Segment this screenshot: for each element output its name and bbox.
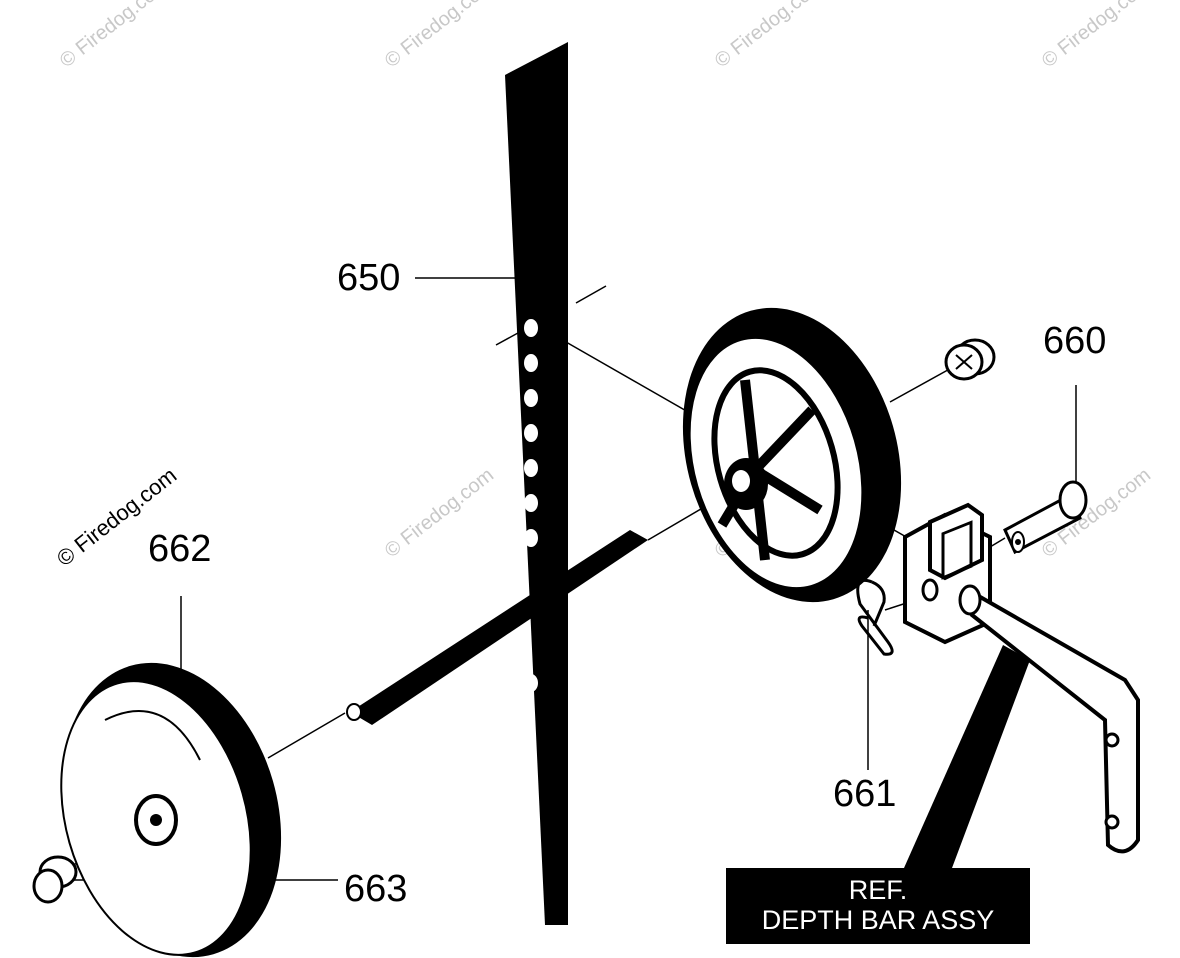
reference-label: REF. DEPTH BAR ASSY — [726, 868, 1030, 944]
callout-661: 661 — [833, 773, 897, 815]
clevis-pin-660 — [1003, 480, 1088, 555]
callout-650: 650 — [337, 257, 401, 299]
depth-bar-assy-rod — [958, 584, 1140, 854]
hub-cap-663 — [32, 855, 78, 904]
hair-pin-661 — [856, 578, 894, 656]
reference-line-1: REF. — [848, 875, 908, 905]
hub-nut-right — [944, 338, 996, 381]
callout-662: 662 — [148, 528, 212, 570]
wheel-right — [682, 307, 902, 603]
callout-660: 660 — [1043, 320, 1107, 362]
wheel-left — [60, 662, 282, 958]
depth-bar-650 — [505, 42, 568, 925]
ref-pointer — [904, 645, 1030, 868]
axle — [346, 530, 648, 725]
callout-663: 663 — [344, 868, 408, 910]
reference-line-2: DEPTH BAR ASSY — [761, 905, 995, 935]
